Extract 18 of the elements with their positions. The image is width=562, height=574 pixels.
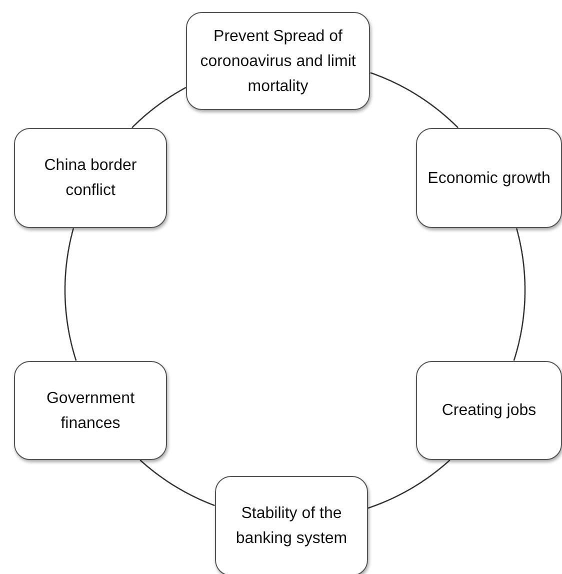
box-label: Economic growth (428, 168, 550, 188)
rounded-box (416, 128, 562, 228)
connector-arc (370, 72, 458, 128)
rounded-box (215, 476, 368, 574)
rounded-box (14, 361, 167, 460)
box-label: Prevent Spread of coronoavirus and limit mortality (199, 26, 357, 96)
rounded-box (186, 12, 370, 110)
connector-arc (513, 228, 526, 361)
connector-arc (132, 86, 186, 128)
box-label: Creating jobs (442, 401, 536, 421)
connector-arc (140, 460, 215, 506)
box-label: Stability of the banking system (234, 504, 348, 549)
connector-arc (368, 460, 450, 509)
rounded-box (14, 128, 167, 228)
rounded-box (416, 361, 562, 460)
connector-arc (64, 228, 77, 361)
box-label: China border conflict (43, 156, 138, 201)
box-label: Government finances (45, 388, 136, 434)
